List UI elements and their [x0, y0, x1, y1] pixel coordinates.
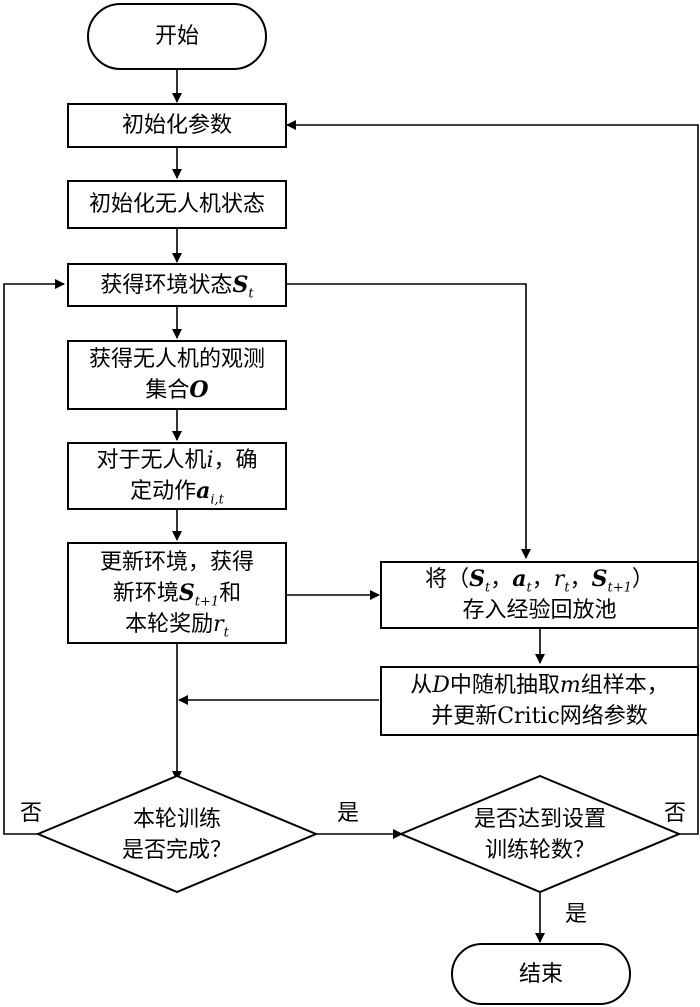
label-yes-middle: 是 — [337, 801, 360, 826]
buffer-symbol: D — [432, 673, 450, 698]
end-label: 结束 — [518, 961, 563, 987]
start-label: 开始 — [154, 24, 199, 49]
action-line2: 定动作ai,t — [130, 476, 224, 507]
end-terminal: 结束 — [451, 943, 631, 1005]
sample-text-a: 从 — [410, 673, 433, 698]
store-sep2: ， — [531, 567, 554, 592]
rounds-decision-line1: 是否达到设置 — [473, 807, 606, 832]
update-env-tail: 和 — [219, 580, 242, 606]
decision-rounds-shape — [398, 774, 682, 894]
obs-symbol: O — [189, 377, 209, 403]
start-terminal: 开始 — [87, 3, 267, 70]
sample-text-b: 中随机抽取 — [449, 673, 560, 698]
store-next-state-symbol: S — [591, 566, 608, 592]
rounds-decision-text: 是否达到设置 训练轮数？ — [440, 804, 640, 866]
action-text1: 对于无人机 — [96, 448, 207, 473]
arrow-no-loop-left — [3, 279, 65, 835]
init-params-box: 初始化参数 — [67, 103, 287, 148]
store-next-state-subscript: t+1 — [607, 580, 632, 596]
sample-line1: 从D中随机抽取m组样本， — [410, 670, 669, 701]
store-state-symbol: S — [469, 566, 486, 592]
state-subscript: t — [248, 285, 254, 301]
episode-decision-line2: 是否完成？ — [121, 838, 232, 863]
sample-box: 从D中随机抽取m组样本， 并更新Critic网络参数 — [380, 666, 699, 736]
arrow-no-loop-right — [286, 120, 699, 835]
get-obs-line1: 获得无人机的观测 — [88, 347, 265, 372]
store-reward-subscript: t — [564, 580, 570, 596]
store-reward-symbol: r — [553, 567, 565, 592]
store-suffix: ） — [631, 567, 654, 592]
store-sep1: ， — [490, 567, 513, 592]
action-line1: 对于无人机i，确 — [96, 445, 257, 476]
init-params-label: 初始化参数 — [121, 113, 232, 138]
get-obs-text: 集合 — [145, 378, 190, 403]
get-state-text: 获得环境状态 — [100, 272, 233, 298]
label-no-right: 否 — [664, 801, 687, 826]
sample-text-c: 组样本， — [580, 673, 669, 698]
action-text2: 定动作 — [130, 479, 197, 504]
store-state-subscript: t — [485, 580, 491, 596]
rounds-decision-line2: 训练轮数？ — [484, 838, 595, 863]
action-subscript: i,t — [210, 492, 224, 508]
label-no-left: 否 — [20, 801, 43, 826]
update-env-line1: 更新环境，获得 — [99, 549, 254, 575]
arrow-state-to-store — [287, 283, 531, 559]
reward-subscript: t — [223, 624, 229, 640]
update-env-box: 更新环境，获得 新环境St+1和 本轮奖励rt — [67, 542, 287, 644]
get-obs-box: 获得无人机的观测 集合O — [67, 340, 287, 410]
store-line1: 将（St，at，rt，St+1） — [425, 564, 654, 595]
episode-decision-text: 本轮训练 是否完成？ — [88, 804, 266, 866]
init-uav-label: 初始化无人机状态 — [88, 192, 265, 217]
uav-index-symbol: i — [206, 448, 214, 473]
get-obs-line2: 集合O — [145, 375, 208, 406]
next-state-symbol: S — [178, 579, 195, 606]
get-state-box: 获得环境状态St — [67, 263, 287, 307]
reward-symbol: r — [213, 611, 224, 637]
decision-episode-shape — [35, 774, 319, 894]
update-env-text2: 新环境 — [112, 580, 179, 606]
store-action-subscript: t — [526, 580, 532, 596]
state-symbol: S — [232, 271, 249, 298]
update-env-line3: 本轮奖励rt — [125, 609, 229, 640]
store-action-symbol: a — [512, 566, 527, 592]
batch-size-symbol: m — [559, 673, 581, 698]
store-line2: 存入经验回放池 — [462, 598, 617, 623]
store-sep3: ， — [569, 567, 592, 592]
get-state-line: 获得环境状态St — [100, 270, 253, 301]
next-state-subscript: t+1 — [194, 593, 220, 609]
sample-line2: 并更新Critic网络参数 — [431, 704, 648, 729]
action-box: 对于无人机i，确 定动作ai,t — [67, 442, 287, 510]
label-yes-down: 是 — [565, 902, 588, 927]
store-box: 将（St，at，rt，St+1） 存入经验回放池 — [380, 561, 699, 629]
update-env-text3: 本轮奖励 — [125, 611, 214, 637]
update-env-line2: 新环境St+1和 — [113, 578, 241, 609]
action-symbol: a — [196, 478, 211, 504]
store-prefix: 将（ — [425, 567, 470, 592]
init-uav-box: 初始化无人机状态 — [67, 180, 287, 229]
action-tail: ，确 — [213, 448, 258, 473]
episode-decision-line1: 本轮训练 — [132, 807, 221, 832]
